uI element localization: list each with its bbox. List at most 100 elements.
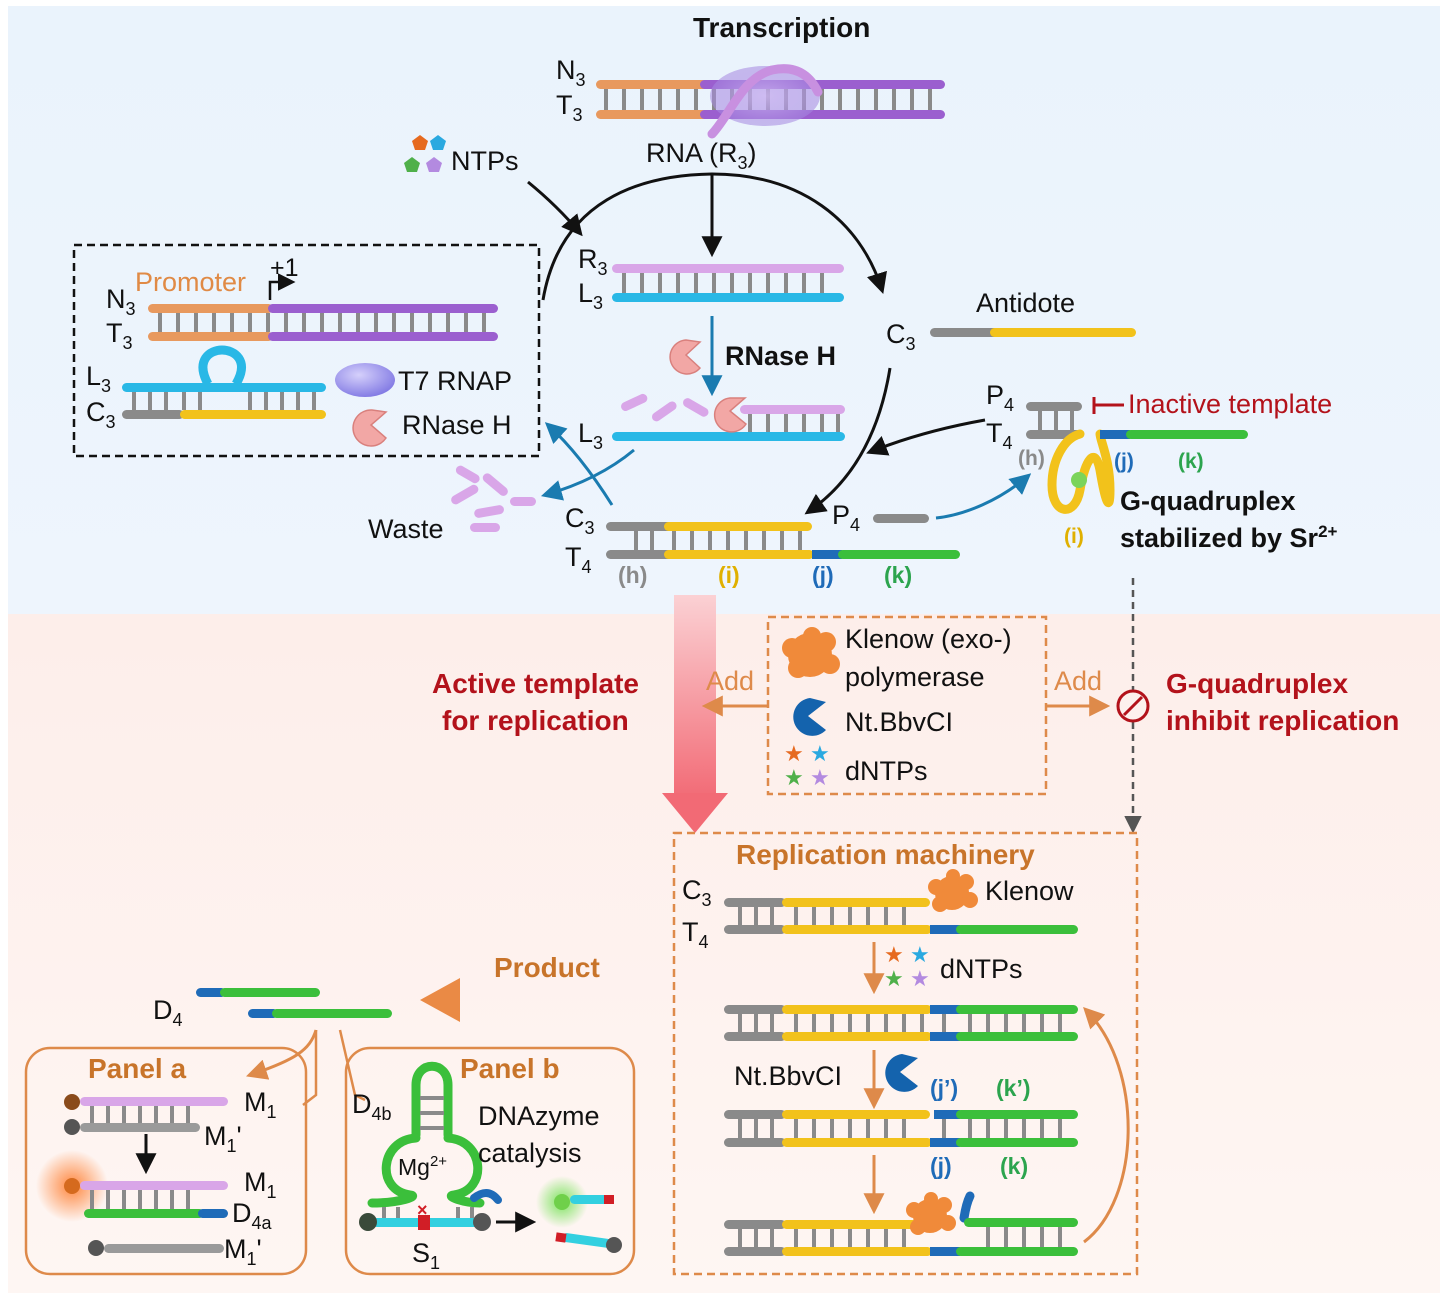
active-down-arrow-shaft [674,595,716,800]
antidote-arrow [804,367,892,515]
label-n3-top: N3 [556,55,586,90]
cleaved-fragment-1 [570,1195,610,1204]
c3-antidote-gray [930,328,1000,337]
label-antidote: Antidote [976,288,1075,318]
label-l3: L3 [578,278,603,313]
label-d4a: D4a [232,1198,273,1233]
label-m1-b: M1 [244,1167,277,1202]
legend-label-t3: T3 [106,318,133,353]
label-k: (k) [884,562,912,588]
label-i-small: (i) [1064,525,1084,548]
panel-b-title: Panel b [460,1053,560,1084]
label-mg: Mg2+ [398,1153,447,1180]
legend-l3-c3-duplex [122,345,326,419]
panel-a-callout [302,1030,318,1106]
label-nt-bbvci: Nt.BbvCI [845,707,953,737]
p4-to-gq-arrow [935,473,1032,520]
transcription-duplex [596,64,945,139]
legend-label-c3: C3 [86,397,116,432]
rnase-h-icon-center [669,339,702,375]
label-rnase-h-legend: RNase H [402,410,512,440]
rep-label-c3: C3 [682,875,712,910]
label-active-line1: Active template [432,668,639,699]
label-rna-r3: RNA (R3) [646,138,757,173]
label-active-line2: for replication [442,705,629,736]
product-arrow-head [420,978,460,1022]
cleaved-fluorophore [554,1194,570,1210]
rep-cycle-arrow [1083,1007,1130,1244]
label-ntps: NTPs [451,146,519,176]
label-m1p: M1' [204,1121,242,1156]
sr-ion [1071,472,1087,488]
rep-label-k: (k) [1000,1153,1028,1179]
p4-strand [873,514,929,523]
panel-b-box [344,1046,636,1276]
label-t4-b: T4 [565,542,592,577]
dntps-icon-rep: ★ ★ ★ ★ [884,942,930,991]
replication-step2 [724,1005,1078,1041]
label-rnase-h-center: RNase H [725,341,836,371]
label-c3-b: C3 [565,503,595,538]
label-promoter: Promoter [135,267,246,297]
inhibit-bar-icon [1092,397,1124,414]
c3-release-arrow [544,422,614,506]
label-add-left: Add [706,666,754,696]
label-product: Product [494,952,600,983]
label-add-right: Add [1054,666,1102,696]
label-inactive-template: Inactive template [1128,389,1332,419]
label-i: (i) [718,562,740,588]
label-gq-inhibit-line2: inhibit replication [1166,705,1399,736]
svg-text:★: ★ [810,741,830,766]
nt-bbvci-icon-rep [885,1054,918,1092]
label-d4b: D4b [352,1089,392,1124]
label-gq-line2: stabilized by Sr2+ [1120,522,1338,553]
p4-arrow [866,418,986,456]
svg-text:★: ★ [910,942,930,967]
svg-text:×: × [417,1200,428,1220]
prohibited-icon [1116,689,1150,723]
label-gq-inhibit-line1: G-quadruplex [1166,668,1348,699]
r3-l3-duplex [612,264,844,302]
rep-label-nt-bbvci: Nt.BbvCI [734,1061,842,1091]
label-plus1: +1 [270,254,299,282]
label-p4-b: P4 [832,500,860,535]
t7-rnap-icon [335,363,395,397]
label-klenow-line1: Klenow (exo-) [845,624,1012,654]
svg-text:★: ★ [784,765,804,790]
d4-strands [196,988,392,1018]
g-quadruplex-template [1026,402,1248,514]
replication-step3 [724,1110,1078,1147]
panel-a-probe [64,1094,228,1135]
label-t7-rnap: T7 RNAP [398,366,512,396]
legend-label-n3: N3 [106,284,136,319]
label-gq-line1: G-quadruplex [1120,486,1296,516]
panel-b-callout [338,1029,366,1102]
rep-label-j: (j) [930,1153,952,1179]
nt-bbvci-icon [793,698,826,736]
label-j-small: (j) [1114,450,1134,473]
label-d4: D4 [153,995,183,1030]
transcription-title: Transcription [693,12,870,43]
klenow-icon [782,627,840,678]
label-h-small: (h) [1018,447,1045,470]
label-m1p-b: M1' [224,1234,262,1269]
label-waste: Waste [368,514,444,544]
rep-label-j-prime: (j’) [930,1075,958,1101]
svg-text:★: ★ [810,765,830,790]
legend-promoter-duplex [148,273,498,341]
label-t3-top: T3 [556,90,583,125]
panel-a-title: Panel a [88,1053,186,1084]
rnap-bubble [710,66,820,126]
panel-a-box [24,1046,308,1276]
label-dntps-middle: dNTPs [845,756,928,786]
label-dnazyme-line2: catalysis [478,1138,582,1168]
label-j: (j) [812,562,834,588]
ntps-icon [404,135,446,172]
rep-label-dntps: dNTPs [940,954,1023,984]
label-h: (h) [618,562,647,588]
label-c3: C3 [886,319,916,354]
rna-transcript [707,64,823,139]
svg-text:★: ★ [884,966,904,991]
